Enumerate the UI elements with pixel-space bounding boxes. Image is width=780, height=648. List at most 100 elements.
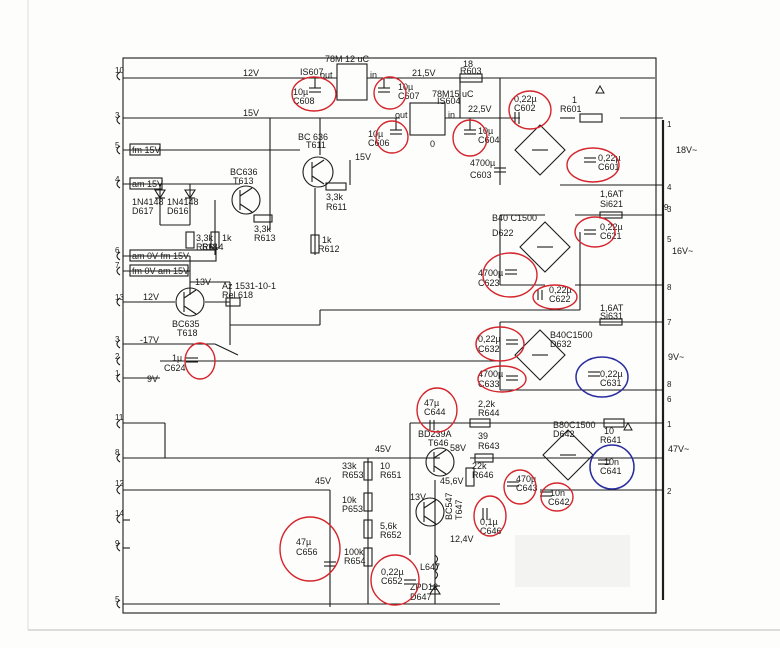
t613-ref: T613 [233,176,254,186]
capacitor-c652 [404,579,416,585]
t613-type: BC636 [230,167,258,177]
c603-ref: C603 [470,170,492,180]
d616-ref: D616 [167,206,189,216]
red-markings [184,76,620,606]
pin-label: 10 [115,66,124,75]
net-12-4v: 12,4V [450,534,474,544]
c644-ref: C644 [424,407,446,417]
net-58v: 58V [450,443,466,453]
r614-ref: R614 [202,242,224,252]
capacitor-c606 [390,118,402,135]
d632-ref: D632 [550,339,572,349]
net-9v: 9V [147,374,158,384]
l647-ref: L647 [420,562,440,572]
diode-d617 [154,189,166,200]
r601-value: 1 [572,95,577,105]
pin-label: 9 [115,539,120,548]
t618-type: BC635 [172,319,200,329]
c643-value: 470µ [516,474,536,484]
ic604-type: 78M15 uC [432,89,474,99]
resistor-r646 [465,467,475,487]
pin-label: 1 [115,369,120,378]
resistor-r652 [363,519,373,539]
pin-label: 13 [115,293,124,302]
pin-label: 1 [667,120,672,129]
blurred-region [515,535,630,587]
signal-box [129,264,189,277]
left-connector-pins [116,71,121,609]
pin-label: 7 [667,318,672,327]
r614-value: 1k [222,233,232,243]
si621-value: 1,6AT [600,189,624,199]
p653-ref: P653 [342,504,363,514]
resistor-r612 [310,234,320,254]
r641-ref: R641 [600,435,622,445]
r651-ref: R651 [380,470,402,480]
c633-value: 4700µ [478,369,503,379]
c632-ref: C632 [478,344,500,354]
transistor-t646 [425,447,455,477]
capacitor-c603 [494,167,506,173]
p653-value: 10k [342,495,357,505]
net-12v-b: 12V [143,292,159,302]
r643-ref: R643 [478,441,500,451]
t647-ref: T647 [454,499,464,520]
c642-ref: C642 [548,497,570,507]
c644-value: 47µ [424,398,439,408]
r652-value: 5,6k [380,521,398,531]
output-47v: 47V~ [668,444,689,454]
c601-value: 0,22µ [598,153,621,163]
pin-label: 8 [667,380,672,389]
potentiometer-p653 [363,492,373,512]
r613-ref: R613 [254,233,276,243]
c632-value: 0,22µ [478,334,501,344]
capacitor-c622 [537,290,543,300]
resistor-r601 [579,113,603,123]
t611-type: BC 636 [298,132,328,142]
net-21v: 21,5V [412,68,436,78]
pin-label: 9 [664,203,669,212]
r651-value: 10 [380,461,390,471]
r611-value: 3,3k [326,192,344,202]
regulator-ic607 [336,63,368,101]
pin-label: 6 [667,395,672,404]
r653-ref: R653 [342,470,364,480]
pin-label: 5 [115,141,120,150]
r612-value: 1k [322,235,332,245]
r653-value: 33k [342,461,357,471]
r646-ref: R646 [472,470,494,480]
c646-value: 0,1µ [480,517,498,527]
c604-ref: C604 [478,135,500,145]
net-15v-b: 15V [355,152,371,162]
d642-type: B80C1500 [553,420,596,430]
pin-label: 7 [115,261,120,270]
net-13v-b: 13V [410,492,426,502]
net-45-6v: 45,6V [440,476,464,486]
c631-ref: C631 [600,378,622,388]
net-m17v: -17V [140,335,159,345]
ic607-in: in [370,70,377,80]
r611-ref: R611 [326,202,347,212]
c652-value: 0,22µ [381,567,404,577]
regulator-ic604 [409,102,446,136]
c621-value: 0,22µ [600,222,623,232]
pin-label: 14 [115,509,124,518]
pin-label: 2 [115,352,120,361]
pin-label: 8 [115,448,120,457]
capacitor-c632 [506,339,518,345]
r643-value: 39 [478,431,488,441]
signal-am0fm15: am 0V fm 15V [132,251,189,261]
pin-label: 8 [667,283,672,292]
pin-label: 6 [115,246,120,255]
transistor-t647 [415,497,445,527]
transistor-t611 [302,156,334,188]
relay-coil [225,297,241,307]
t618-ref: T618 [177,328,198,338]
net-13v: 13V [195,277,211,287]
net-45v-a: 45V [375,444,391,454]
relay-contact [214,343,239,356]
r654-ref: R654 [344,556,366,566]
d622-type: B40 C1500 [492,213,537,223]
